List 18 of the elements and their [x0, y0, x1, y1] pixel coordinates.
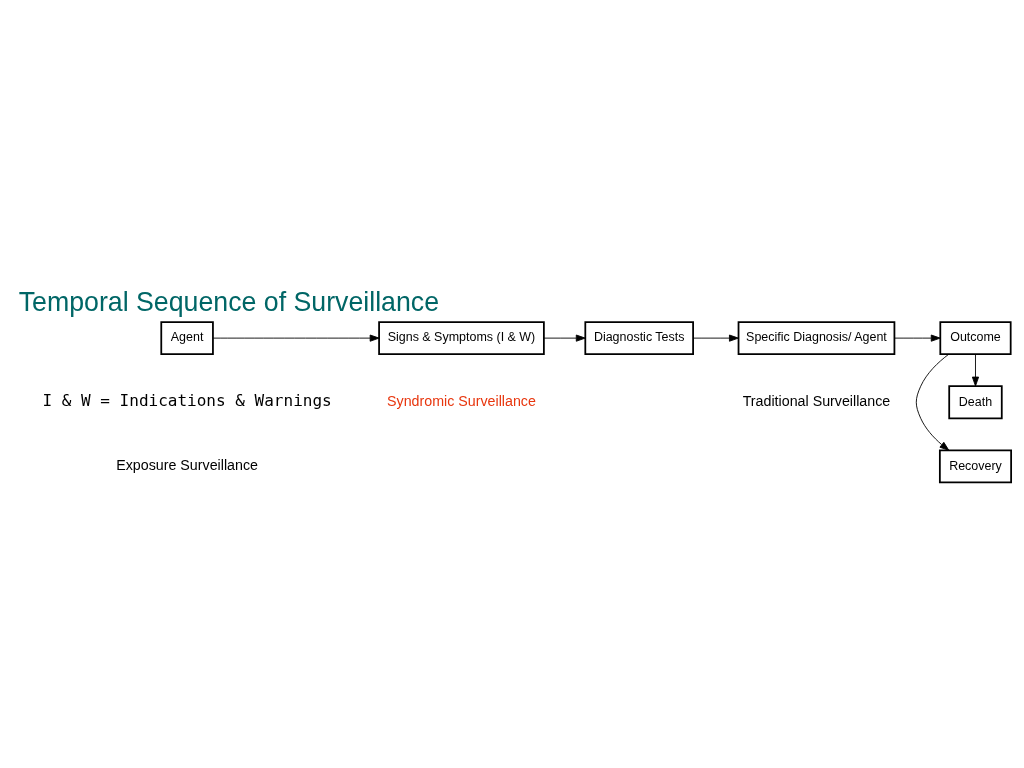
label: Exposure Surveillance	[116, 456, 258, 473]
node-box: Signs & Symptoms (I & W)	[378, 321, 545, 356]
label: Traditional Surveillance	[742, 392, 891, 409]
arrow	[915, 353, 950, 451]
node-box: Diagnostic Tests	[584, 321, 694, 356]
label: I & W = Indications & Warnings	[42, 391, 332, 411]
label: Syndromic Surveillance	[387, 392, 536, 409]
arrow	[212, 334, 380, 342]
arrow	[894, 334, 941, 342]
node-box: Specific Diagnosis/ Agent	[737, 321, 896, 356]
node-box: Outcome	[939, 321, 1012, 356]
arrow	[971, 353, 980, 387]
arrow	[543, 334, 586, 342]
node-box: Death	[948, 385, 1003, 420]
node-box: Recovery	[938, 449, 1012, 484]
node-box: Agent	[160, 321, 214, 356]
arrow	[692, 334, 739, 342]
diagram-title: Temporal Sequence of Surveillance	[18, 286, 440, 317]
